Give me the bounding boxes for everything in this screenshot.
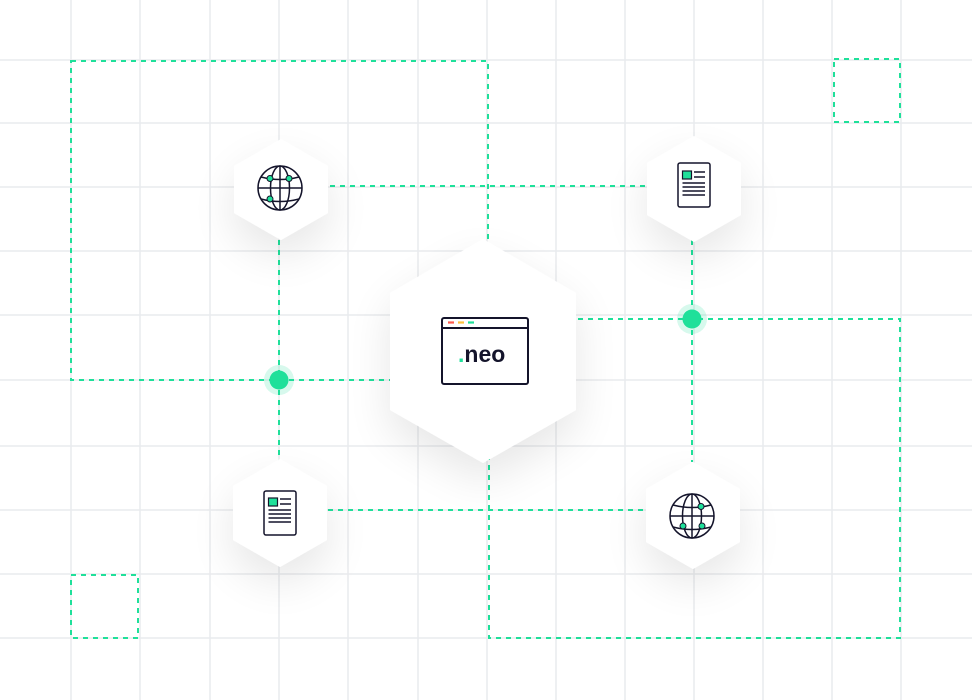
browser-window-icon: .neo	[441, 317, 529, 385]
document-node-bottom-left	[233, 459, 327, 567]
junction-dot-left	[264, 365, 294, 395]
junction-dots	[264, 304, 707, 395]
globe-icon	[669, 493, 715, 539]
document-node-top-right	[647, 136, 741, 242]
center-node: .neo	[390, 239, 576, 463]
globe-node-bottom-right	[646, 462, 740, 569]
document-icon	[263, 490, 297, 536]
globe-node-top-left	[234, 139, 328, 240]
neo-logo-dot: .	[458, 341, 464, 367]
neo-logo-word: neo	[464, 341, 505, 367]
globe-icon	[257, 165, 303, 211]
neo-logo-text: .neo	[458, 341, 505, 367]
dashed-frame-top-right-small	[833, 58, 901, 123]
junction-dot-right	[677, 304, 707, 334]
dashed-frame-bottom-left-small	[70, 574, 139, 639]
dashed-frame-bottom-right	[488, 318, 901, 639]
document-icon	[677, 162, 711, 208]
